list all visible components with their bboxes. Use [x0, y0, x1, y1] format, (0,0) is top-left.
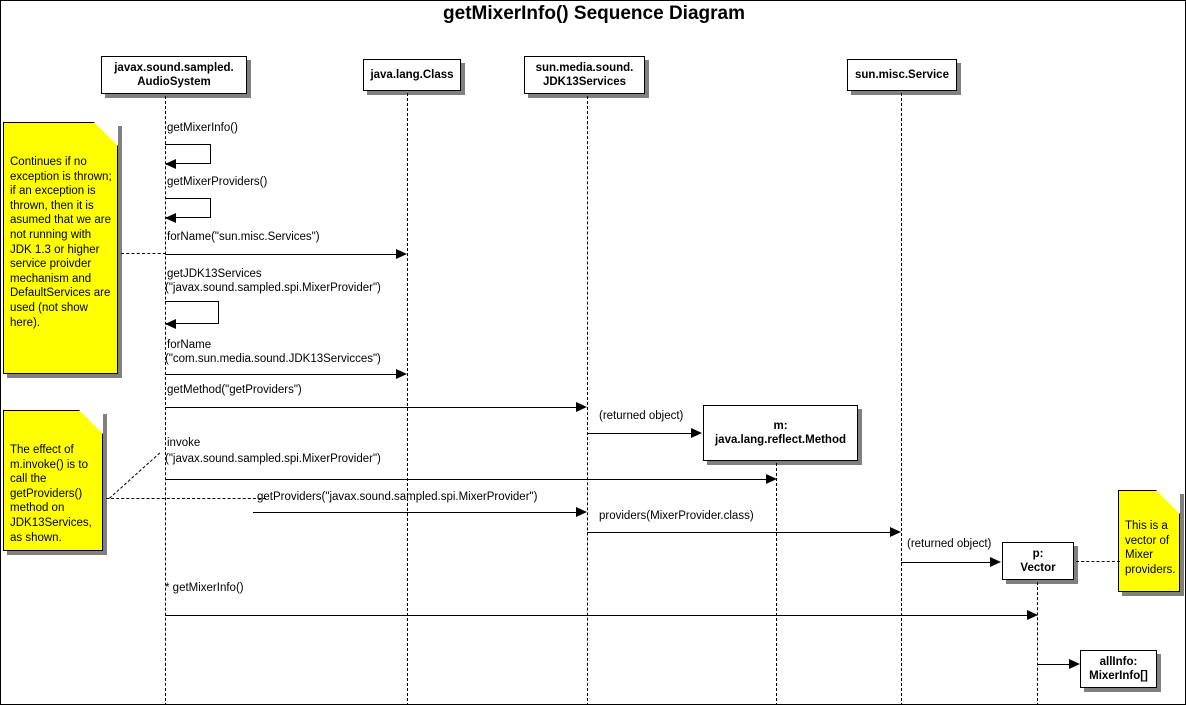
- selfcall-box-getjdk13services: [165, 301, 219, 324]
- lifeline-javalangclass: [407, 93, 408, 704]
- message-label-m4-line1: getJDK13Services: [167, 268, 262, 280]
- note-connector-vector: [1076, 561, 1120, 562]
- message-label-m2: getMixerProviders(): [167, 176, 268, 188]
- object-box-vector[interactable]: p: Vector: [1002, 542, 1074, 580]
- arrowhead-m9: [576, 507, 587, 517]
- message-line-m12: [165, 615, 1028, 616]
- note-connector-invoke-diagonal: [109, 452, 161, 499]
- arrowhead-m10: [890, 527, 901, 537]
- message-label-m9: getProviders("javax.sound.sampled.spi.Mi…: [257, 491, 538, 503]
- arrowhead-m3: [396, 249, 407, 259]
- object-box-allinfo[interactable]: allInfo: MixerInfo[]: [1080, 650, 1157, 688]
- message-line-m11: [901, 562, 991, 563]
- object-box-method[interactable]: m: java.lang.reflect.Method: [703, 405, 858, 461]
- arrowhead-m8: [766, 474, 777, 484]
- message-label-m3: forName("sun.misc.Services"): [167, 231, 320, 243]
- participant-box-javalangclass[interactable]: java.lang.Class: [363, 59, 461, 91]
- lifeline-jdk13services: [587, 96, 588, 704]
- arrowhead-m5: [396, 369, 407, 379]
- participant-label-line1: java.lang.Class: [370, 69, 454, 81]
- message-label-m5-line1: forName: [167, 339, 212, 351]
- message-label-m4-line2: ("javax.sound.sampled.spi.MixerProvider"…: [165, 282, 381, 294]
- lifeline-audiosystem: [165, 96, 166, 704]
- arrowhead-getmixerproviders-return: [165, 213, 176, 223]
- message-line-m3: [165, 254, 397, 255]
- message-label-m7: (returned object): [599, 410, 684, 422]
- arrowhead-m7: [691, 428, 702, 438]
- participant-box-jdk13services[interactable]: sun.media.sound. JDK13Services: [524, 56, 645, 94]
- object-label-line1: p:: [1032, 548, 1044, 560]
- message-line-m5: [165, 374, 397, 375]
- participant-label-line2: AudioSystem: [137, 76, 211, 88]
- participant-label-line1: javax.sound.sampled.: [114, 62, 234, 74]
- note-invoke-text: The effect of m.invoke() is to call the …: [10, 444, 92, 544]
- message-line-m10: [587, 532, 891, 533]
- arrowhead-getjdk13services-return: [165, 319, 176, 329]
- note-vector-text: This is a vector of Mixer providers.: [1125, 520, 1176, 576]
- arrowhead-m11: [990, 557, 1001, 567]
- note-fold-icon: [94, 122, 118, 146]
- message-label-m12: * getMixerInfo(): [165, 582, 244, 594]
- lifeline-method: [776, 463, 777, 704]
- message-line-m6: [165, 407, 577, 408]
- object-label-line2: Vector: [1020, 562, 1056, 574]
- object-label-line2: java.lang.reflect.Method: [714, 434, 846, 446]
- note-connector-exception: [121, 253, 166, 254]
- message-label-m11: (returned object): [907, 538, 992, 550]
- arrowhead-allinfo: [1069, 659, 1080, 669]
- lifeline-sunmiscservice: [901, 93, 902, 704]
- note-exception: Continues if no exception is thrown; if …: [3, 122, 118, 374]
- participant-label-line2: JDK13Services: [542, 76, 627, 88]
- participant-label-line1: sun.misc.Service: [855, 69, 949, 81]
- message-label-m10: providers(MixerProvider.class): [599, 510, 754, 522]
- selfcall-box-getmixerproviders: [165, 198, 211, 218]
- participant-box-audiosystem[interactable]: javax.sound.sampled. AudioSystem: [101, 56, 247, 94]
- message-label-m8-line2: ("javax.sound.sampled.spi.MixerProvider"…: [165, 453, 381, 465]
- object-label-line1: m:: [773, 420, 788, 432]
- note-invoke: The effect of m.invoke() is to call the …: [3, 410, 103, 551]
- message-line-m9: [253, 512, 577, 513]
- note-fold-icon: [79, 410, 103, 434]
- object-label-line2: MixerInfo[]: [1089, 670, 1148, 682]
- lifeline-vector: [1037, 582, 1038, 704]
- message-line-m7: [587, 433, 692, 434]
- object-label-line1: allInfo:: [1099, 656, 1138, 668]
- note-fold-icon: [1156, 490, 1180, 514]
- arrowhead-m6: [576, 402, 587, 412]
- note-exception-text: Continues if no exception is thrown; if …: [10, 156, 112, 329]
- message-label-m6: getMethod("getProviders"): [167, 384, 302, 396]
- page-title: getMixerInfo() Sequence Diagram: [443, 3, 745, 24]
- arrowhead-getmixerinfo-return: [165, 159, 176, 169]
- arrowhead-m12: [1027, 610, 1038, 620]
- participant-box-sunmiscservice[interactable]: sun.misc.Service: [847, 59, 957, 91]
- participant-label-line1: sun.media.sound.: [535, 62, 634, 74]
- note-vector: This is a vector of Mixer providers.: [1118, 490, 1180, 592]
- message-label-m5-line2: ("com.sun.media.sound.JDK13Servicces"): [165, 353, 381, 365]
- message-line-m8: [165, 479, 767, 480]
- message-label-m8-line1: invoke: [167, 437, 201, 449]
- note-connector-invoke: [106, 498, 266, 499]
- selfcall-box-getmixerinfo: [165, 144, 211, 164]
- message-label-m1: getMixerInfo(): [167, 122, 238, 134]
- message-line-allinfo: [1037, 664, 1070, 665]
